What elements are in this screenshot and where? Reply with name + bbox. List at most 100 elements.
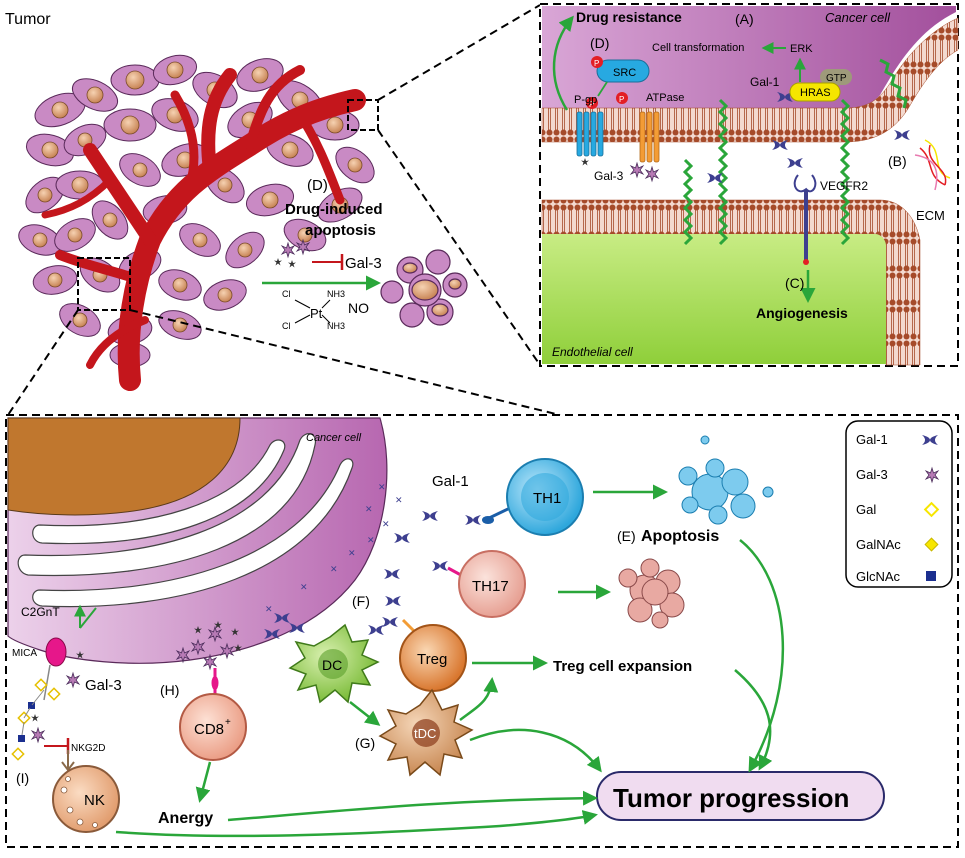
- top-right-panel: Drug resistance (A) Cancer cell (D) SRC …: [539, 3, 959, 367]
- svg-text:✕: ✕: [382, 519, 390, 529]
- gal3-top-label: Gal-3: [594, 169, 624, 183]
- atpase-label: ATPase: [646, 92, 684, 104]
- label-i: (I): [16, 770, 29, 786]
- cd8-cell: [179, 693, 247, 761]
- drug-label-d: (D): [307, 177, 328, 194]
- phospho-p-3: P: [619, 95, 624, 104]
- endothelial-cell-label: Endothelial cell: [552, 345, 633, 359]
- apoptotic-cell-icon: [380, 249, 468, 328]
- svg-text:✕: ✕: [365, 504, 373, 514]
- apoptotic-th1-icon: [678, 435, 774, 525]
- th17-label: TH17: [472, 578, 509, 595]
- src-protein: [596, 59, 650, 83]
- nkg2d-label: NKG2D: [71, 743, 105, 754]
- zoom-connectors: [7, 4, 561, 416]
- mica-label: MICA: [12, 648, 37, 659]
- drug-gal3: Gal-3: [345, 255, 382, 272]
- nk-label: NK: [84, 792, 105, 809]
- treg-expansion-label: Treg cell expansion: [553, 658, 692, 675]
- gal-diamond-icon: [923, 501, 940, 518]
- galnac-diamond-icon: [924, 537, 939, 552]
- label-f: (F): [352, 593, 370, 609]
- drug-resistance-label: Drug resistance: [576, 9, 682, 25]
- ecm-fibers: [914, 139, 951, 191]
- bottom-gal1-label: Gal-1: [432, 473, 469, 490]
- glcnac-square-icon: [926, 571, 936, 581]
- c2gnt-label: C2GnT: [21, 605, 60, 619]
- svg-text:✕: ✕: [395, 495, 403, 505]
- cell-transformation-label: Cell transformation: [652, 42, 744, 54]
- legend: Gal-1 Gal-3 Gal GalNAc GlcNAc: [845, 420, 953, 588]
- phospho-p-1: P: [594, 59, 599, 68]
- tumor-mass: [18, 54, 379, 391]
- apoptotic-th17-icon: [618, 558, 685, 629]
- integrin-helices: [682, 58, 908, 246]
- vegfr2-label: VEGFR2: [820, 179, 868, 193]
- nh3-2: NH3: [327, 321, 345, 331]
- svg-text:✕: ✕: [300, 582, 308, 592]
- mica-protein: [45, 637, 67, 667]
- legend-glcnac: GlcNAc: [856, 569, 901, 584]
- label-d-top: (D): [590, 35, 609, 51]
- drug-induced-title-1: Drug-induced: [285, 201, 383, 218]
- svg-text:✕: ✕: [378, 482, 386, 492]
- phospho-icon: [616, 92, 628, 104]
- drug-induced-title-2: apoptosis: [305, 222, 376, 239]
- top-cancer-cell-label: Cancer cell: [825, 10, 891, 25]
- gtp-badge: [820, 69, 852, 85]
- svg-text:✕: ✕: [330, 564, 338, 574]
- phospho-icon: [586, 97, 598, 109]
- drug-induced-apoptosis: (D) Drug-induced apoptosis Gal-3 Pt Cl C…: [262, 177, 468, 331]
- glycan-chain: [11, 678, 61, 761]
- atpase-transporter: [639, 111, 660, 163]
- legend-gal3: Gal-3: [856, 467, 888, 482]
- angiogenesis-label: Angiogenesis: [756, 305, 848, 321]
- gal3-icon: [281, 242, 295, 258]
- gal3-small-icon: [288, 260, 296, 268]
- ecm-label: ECM: [916, 208, 945, 223]
- th1-label: TH1: [533, 490, 561, 507]
- vegfr2-receptor: [793, 174, 817, 260]
- cl-2: Cl: [282, 321, 291, 331]
- label-h: (H): [160, 682, 179, 698]
- dc-label: DC: [322, 657, 342, 673]
- gal3-small-icon: [274, 258, 282, 266]
- gtp-label: GTP: [826, 73, 847, 84]
- svg-text:✕: ✕: [348, 548, 356, 558]
- pt-label: Pt: [310, 306, 323, 321]
- svg-text:✕: ✕: [367, 535, 375, 545]
- hras-label: HRAS: [800, 87, 831, 99]
- anergy-label: Anergy: [158, 810, 213, 827]
- label-a: (A): [735, 11, 754, 27]
- legend-galnac: GalNAc: [856, 537, 901, 552]
- cl-1: Cl: [282, 289, 291, 299]
- treg-label: Treg: [417, 651, 447, 668]
- mica-gal3-label: Gal-3: [85, 677, 122, 694]
- cd8-label: CD8: [194, 721, 224, 738]
- pgp-transporter: [576, 111, 604, 157]
- tdc-label: tDC: [414, 726, 436, 741]
- label-g: (G): [355, 735, 375, 751]
- phospho-p-2: P: [589, 100, 594, 109]
- pgp-label: P-gp: [574, 94, 597, 106]
- golgi-apparatus: [17, 433, 354, 608]
- label-b: (B): [888, 153, 907, 169]
- erk-label: ERK: [790, 43, 813, 55]
- svg-text:✕: ✕: [265, 604, 273, 614]
- no-label: NO: [348, 300, 369, 316]
- gal1-top-label: Gal-1: [750, 75, 780, 89]
- label-c: (C): [785, 275, 804, 291]
- hras-protein: [789, 82, 841, 102]
- apoptosis-label: Apoptosis: [641, 528, 719, 545]
- tumor-progression-label: Tumor progression: [613, 783, 849, 813]
- nh3-1: NH3: [327, 289, 345, 299]
- bottom-cancer-cell-label: Cancer cell: [306, 432, 362, 444]
- src-label: SRC: [613, 67, 636, 79]
- bottom-panel: Cancer cell ✕ ✕ ✕ ✕ ✕ ✕ ✕ ✕ ✕ Gal-1: [5, 414, 959, 848]
- legend-gal1: Gal-1: [856, 432, 888, 447]
- tumor-title: Tumor: [5, 11, 51, 28]
- cd8-sup: +: [225, 717, 231, 728]
- phospho-icon: [591, 56, 603, 68]
